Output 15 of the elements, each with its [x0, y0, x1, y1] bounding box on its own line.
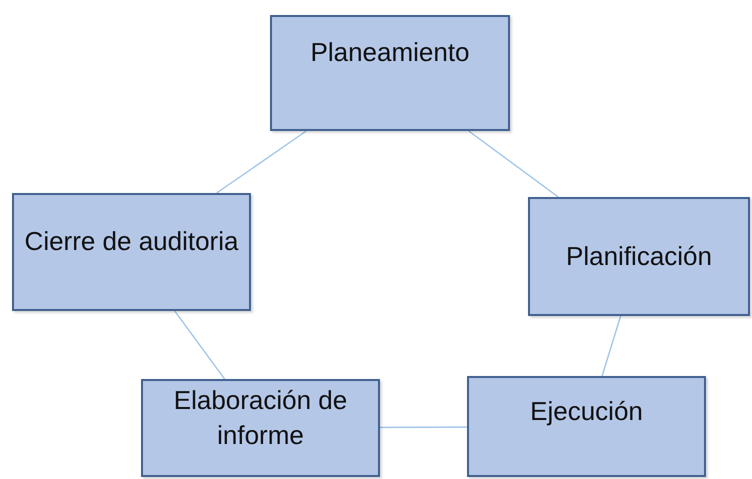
box-label: Elaboración de informe	[172, 384, 348, 452]
process-box	[141, 379, 380, 477]
box-label: Cierre de auditoria	[24, 225, 238, 258]
connector-line	[216, 130, 307, 194]
box-label: Planeamiento	[310, 36, 470, 70]
box-label: Planificación	[566, 240, 712, 273]
box-label: Ejecución	[530, 394, 643, 428]
process-box	[467, 376, 706, 477]
connector-line	[468, 130, 559, 198]
process-box	[270, 15, 510, 131]
process-box	[12, 193, 251, 311]
connector-line	[174, 310, 226, 380]
connector-line	[601, 316, 622, 376]
process-box	[528, 197, 750, 316]
connector-line	[380, 426, 467, 428]
